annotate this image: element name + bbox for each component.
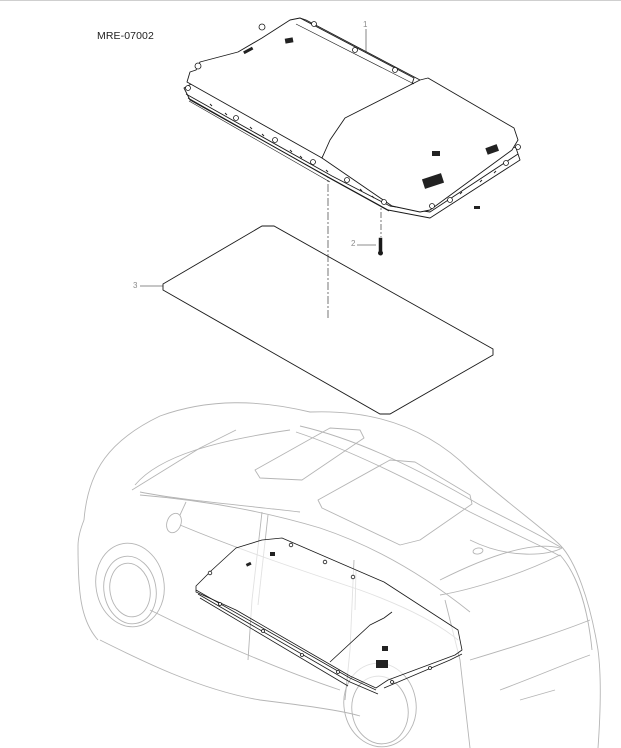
- top-border: [0, 0, 621, 1]
- diagram-code-label: MRE-07002: [97, 30, 154, 42]
- callout-number-2: 2: [351, 239, 356, 248]
- battery-pack: [183, 17, 521, 219]
- callout-number-3: 3: [133, 281, 138, 290]
- callout-number-1: 1: [363, 20, 368, 29]
- centerline: [327, 170, 382, 320]
- mounting-bolt: [378, 237, 383, 256]
- installed-battery-pack: [195, 537, 463, 695]
- underbody-pad: [162, 225, 494, 415]
- leader-lines: [140, 29, 376, 287]
